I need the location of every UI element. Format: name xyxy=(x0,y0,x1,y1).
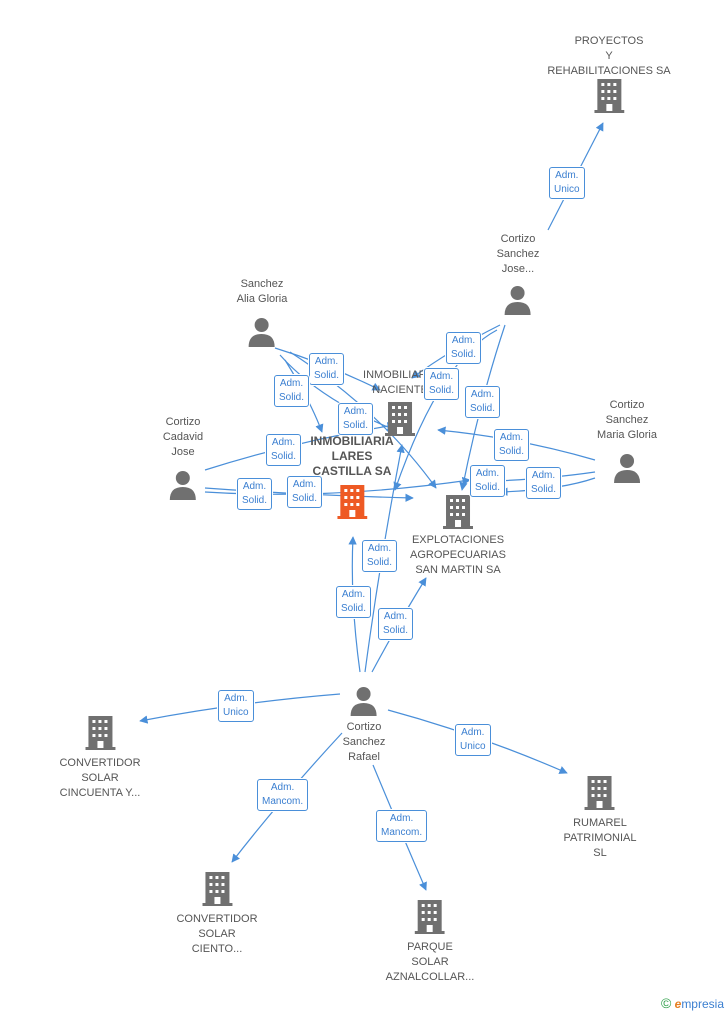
relation-badge[interactable]: Adm.Solid. xyxy=(446,332,482,364)
relation-badge[interactable]: Adm.Solid. xyxy=(526,467,562,499)
building-icon xyxy=(414,900,445,934)
node-proyectos[interactable]: PROYECTOS Y REHABILITACIONES SA xyxy=(547,34,671,113)
node-label: Sanchez Alia Gloria xyxy=(236,278,288,305)
node-inmobiliaria-naciente[interactable]: INMOBILIARIA NACIENTE xyxy=(363,368,437,436)
node-label: RUMAREL PATRIMONIAL SL xyxy=(563,817,637,859)
relation-badge[interactable]: Adm.Solid. xyxy=(309,353,345,385)
node-label: INMOBILIARIA NACIENTE xyxy=(363,369,437,396)
node-label: Cortizo Sanchez Rafael xyxy=(342,721,386,763)
relation-badge[interactable]: Adm.Solid. xyxy=(378,608,414,640)
node-inmobiliaria-lares-castilla[interactable]: INMOBILIARIA LARES CASTILLA SA xyxy=(310,434,394,519)
building-icon xyxy=(202,872,232,906)
relation-badge[interactable]: Adm.Solid. xyxy=(494,429,530,461)
relation-badge[interactable]: Adm.Solid. xyxy=(470,465,506,497)
building-icon xyxy=(585,776,615,810)
node-label: Cortizo Cadavid Jose xyxy=(162,416,204,458)
node-label: CONVERTIDOR SOLAR CIENTO... xyxy=(176,913,258,955)
node-cortizo-sanchez-jose[interactable]: Cortizo Sanchez Jose... xyxy=(496,232,540,315)
building-icon xyxy=(594,79,624,113)
relation-badge[interactable]: Adm.Mancom. xyxy=(376,810,428,842)
copyright-icon: © xyxy=(660,995,672,1011)
node-sanchez-alia-gloria[interactable]: Sanchez Alia Gloria xyxy=(236,277,288,347)
building-icon xyxy=(336,485,367,519)
node-label: PROYECTOS Y REHABILITACIONES SA xyxy=(547,35,671,77)
relation-badge[interactable]: Adm.Solid. xyxy=(362,540,398,572)
relation-badge[interactable]: Adm.Solid. xyxy=(237,478,273,510)
relation-badge[interactable]: Adm.Unico xyxy=(455,724,491,756)
node-cortizo-sanchez-rafael[interactable]: Cortizo Sanchez Rafael xyxy=(342,686,386,765)
node-rumarel-patrimonial[interactable]: RUMAREL PATRIMONIAL SL xyxy=(563,776,637,861)
empresia-logo: © empresia xyxy=(660,995,724,1011)
person-icon xyxy=(351,687,377,716)
relation-badge[interactable]: Adm.Solid. xyxy=(266,434,302,466)
person-icon xyxy=(169,471,196,500)
node-label: EXPLOTACIONES AGROPECUARIAS SAN MARTIN S… xyxy=(410,534,506,576)
relation-badge[interactable]: Adm.Solid. xyxy=(274,375,310,407)
person-icon xyxy=(249,318,275,347)
node-cortizo-cadavid-jose[interactable]: Cortizo Cadavid Jose xyxy=(163,415,203,500)
node-label: Cortizo Sanchez Jose... xyxy=(496,233,540,275)
node-convertidor-solar-cincuenta[interactable]: CONVERTIDOR SOLAR CINCUENTA Y... xyxy=(59,716,141,801)
relation-badge[interactable]: Adm.Solid. xyxy=(465,386,501,418)
node-label: INMOBILIARIA LARES CASTILLA SA xyxy=(310,434,394,478)
edge-alia-lares xyxy=(279,354,396,432)
building-icon xyxy=(85,716,115,750)
node-cortizo-sanchez-maria-gloria[interactable]: Cortizo Sanchez Maria Gloria xyxy=(597,398,657,483)
node-label: CONVERTIDOR SOLAR CINCUENTA Y... xyxy=(59,757,141,799)
node-parque-solar-aznalcollar[interactable]: PARQUE SOLAR AZNALCOLLAR... xyxy=(385,900,475,985)
relation-badge[interactable]: Adm.Solid. xyxy=(287,476,323,508)
person-icon xyxy=(505,286,531,315)
person-icon xyxy=(614,454,640,483)
node-convertidor-solar-ciento[interactable]: CONVERTIDOR SOLAR CIENTO... xyxy=(176,872,258,957)
relation-badge[interactable]: Adm.Unico xyxy=(218,690,254,722)
node-explotaciones-agropecuarias[interactable]: EXPLOTACIONES AGROPECUARIAS SAN MARTIN S… xyxy=(410,495,506,578)
building-icon xyxy=(385,402,415,436)
building-icon xyxy=(443,495,473,529)
relation-badge[interactable]: Adm.Solid. xyxy=(336,586,372,618)
node-label: Cortizo Sanchez Maria Gloria xyxy=(597,399,657,441)
node-label: PARQUE SOLAR AZNALCOLLAR... xyxy=(385,941,475,983)
relation-badge[interactable]: Adm.Unico xyxy=(549,167,585,199)
relation-badge[interactable]: Adm.Solid. xyxy=(424,368,460,400)
relation-badge[interactable]: Adm.Mancom. xyxy=(257,779,309,811)
relation-badge[interactable]: Adm.Solid. xyxy=(338,403,374,435)
